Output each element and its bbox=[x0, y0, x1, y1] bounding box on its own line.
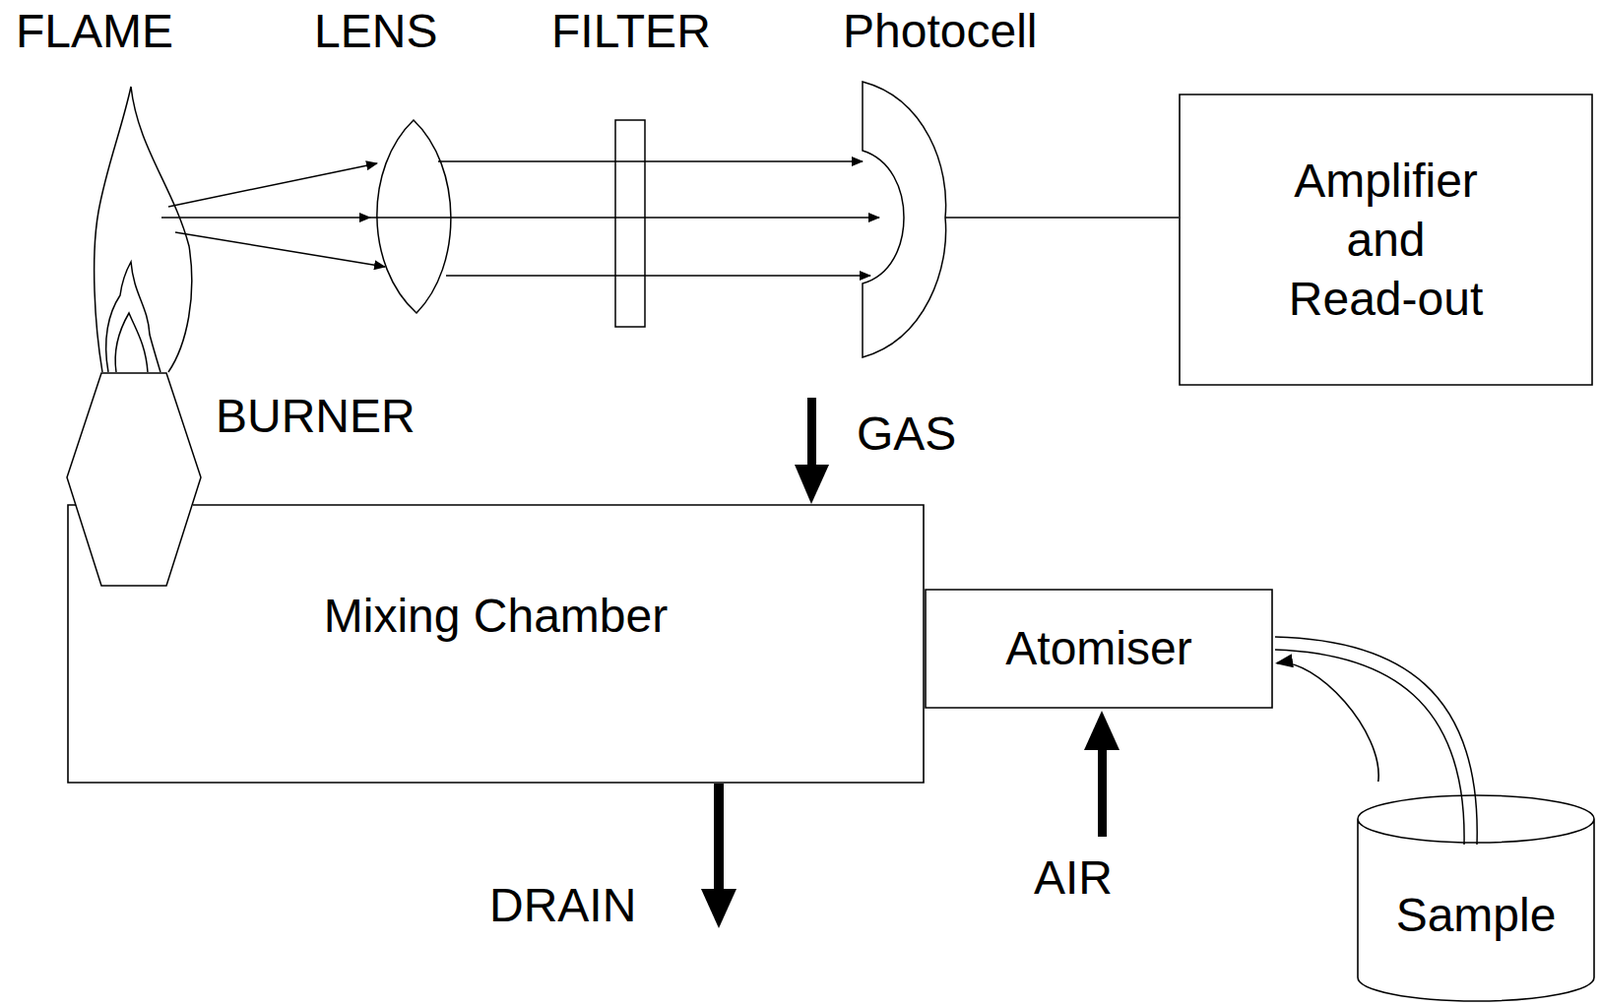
photocell bbox=[862, 81, 947, 358]
flame-outline bbox=[94, 86, 192, 373]
node-text: Atomiser bbox=[1005, 619, 1192, 679]
flow-arrow bbox=[1277, 662, 1379, 782]
sample-tube bbox=[1275, 649, 1465, 845]
process-box: Amplifier and Read-out bbox=[1178, 93, 1594, 386]
sample-container: Sample bbox=[1356, 795, 1596, 1003]
node-text: Sample bbox=[1396, 886, 1557, 946]
chamber-box: Mixing Chamber bbox=[66, 504, 925, 784]
flame-core bbox=[115, 313, 148, 373]
part-label: Photocell bbox=[842, 3, 1037, 59]
flow-label: AIR bbox=[1033, 850, 1113, 905]
flow-label: GAS bbox=[856, 406, 957, 461]
sample-tube bbox=[1275, 637, 1477, 845]
part-label: LENS bbox=[314, 3, 438, 59]
part-label: BURNER bbox=[215, 388, 416, 444]
flame-inner bbox=[106, 261, 161, 373]
lens bbox=[377, 120, 451, 314]
filter bbox=[615, 120, 645, 327]
flow-label: DRAIN bbox=[489, 878, 637, 933]
node-text: Amplifier and Read-out bbox=[1278, 151, 1495, 329]
node-text: Mixing Chamber bbox=[323, 586, 668, 646]
air-arrow bbox=[1084, 710, 1120, 837]
part-label: FILTER bbox=[551, 3, 711, 59]
process-box: Atomiser bbox=[924, 588, 1274, 709]
burner-hexagon bbox=[66, 373, 201, 586]
gas-arrow bbox=[794, 397, 830, 505]
signal-wire bbox=[945, 216, 1179, 219]
part-label: FLAME bbox=[15, 3, 174, 59]
drain-arrow bbox=[701, 783, 737, 929]
node-outline bbox=[66, 504, 925, 784]
